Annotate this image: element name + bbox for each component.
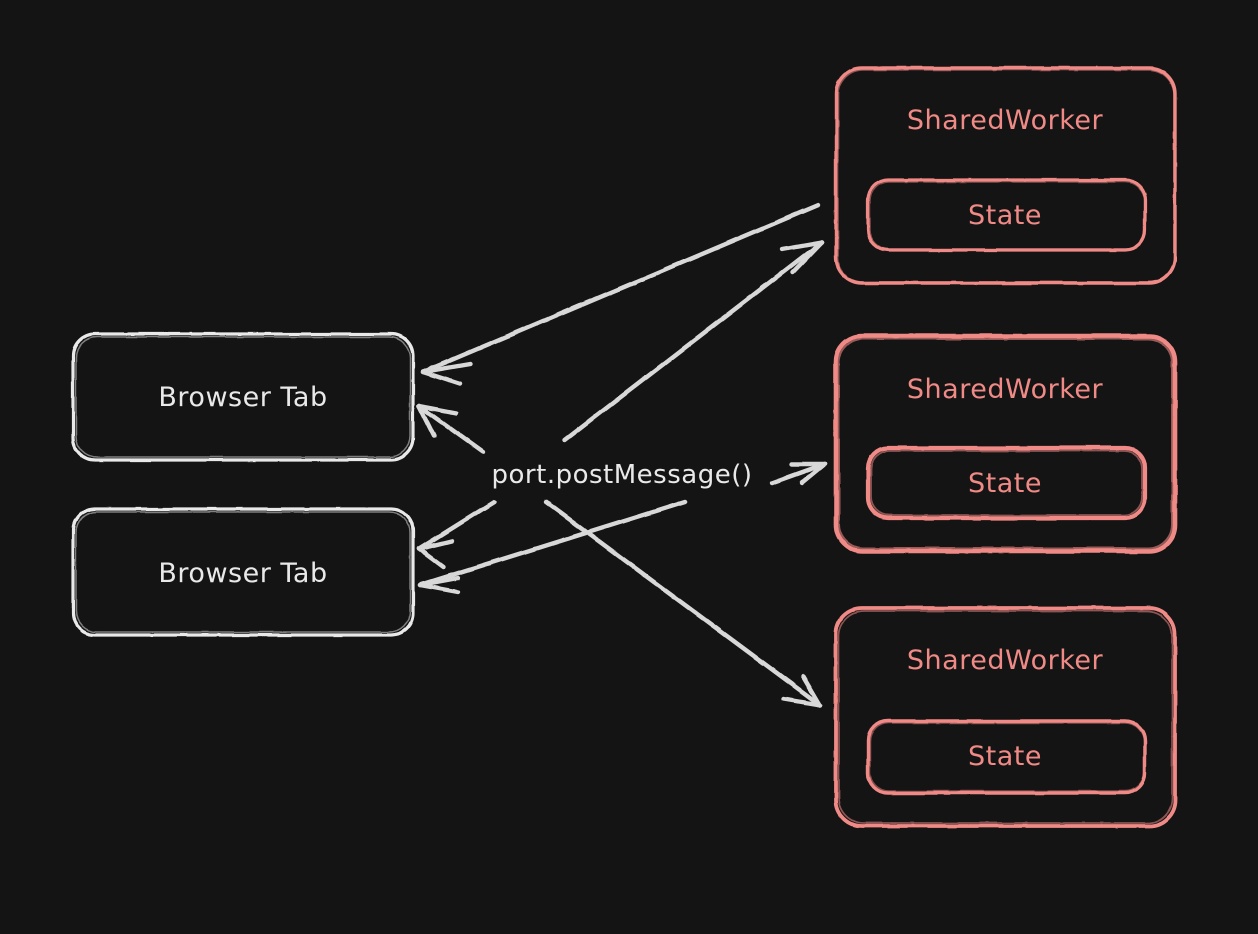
browser-tab-2-box: [71, 507, 415, 637]
shared-worker-3-box: [834, 606, 1177, 828]
arrow-worker1-to-tab1: [420, 202, 821, 387]
shared-worker-1-box: [834, 66, 1177, 285]
shared-worker-3-box-inkpass: [838, 610, 1173, 824]
browser-tab-2-box-inkpass: [75, 511, 411, 633]
shared-worker-1-state-box: [866, 178, 1147, 252]
shared-worker-2-state-box: [865, 445, 1148, 521]
arrow-hub-to-worker1: [562, 239, 825, 443]
shared-worker-3-state-box-inkpass: [869, 722, 1145, 792]
shared-worker-3[interactable]: [834, 606, 1177, 828]
shared-worker-1-state-box-inkpass: [869, 181, 1145, 250]
browser-tab-1[interactable]: [71, 332, 415, 462]
browser-tab-1-box: [71, 332, 415, 462]
shared-worker-1[interactable]: [834, 66, 1177, 285]
browser-tab-1-box-inkpass: [75, 336, 411, 458]
arrow-worker2-to-tab2: [417, 499, 688, 595]
shared-worker-2-box-inkpass: [838, 338, 1173, 549]
shared-worker-2-state-box-inkpass: [870, 450, 1143, 516]
arrow-hub-to-tab2: [416, 499, 497, 570]
shared-worker-2-box: [833, 333, 1178, 554]
shared-worker-2[interactable]: [833, 333, 1178, 554]
arrow-layer: [416, 202, 828, 708]
arrow-hub-to-tab1: [416, 403, 486, 455]
shared-worker-3-state-box: [866, 719, 1147, 795]
arrow-hub-to-worker3: [543, 499, 823, 708]
arrow-hub-to-worker2: [769, 461, 828, 486]
shared-worker-1-box-inkpass: [837, 69, 1175, 283]
browser-tab-2[interactable]: [71, 507, 415, 637]
